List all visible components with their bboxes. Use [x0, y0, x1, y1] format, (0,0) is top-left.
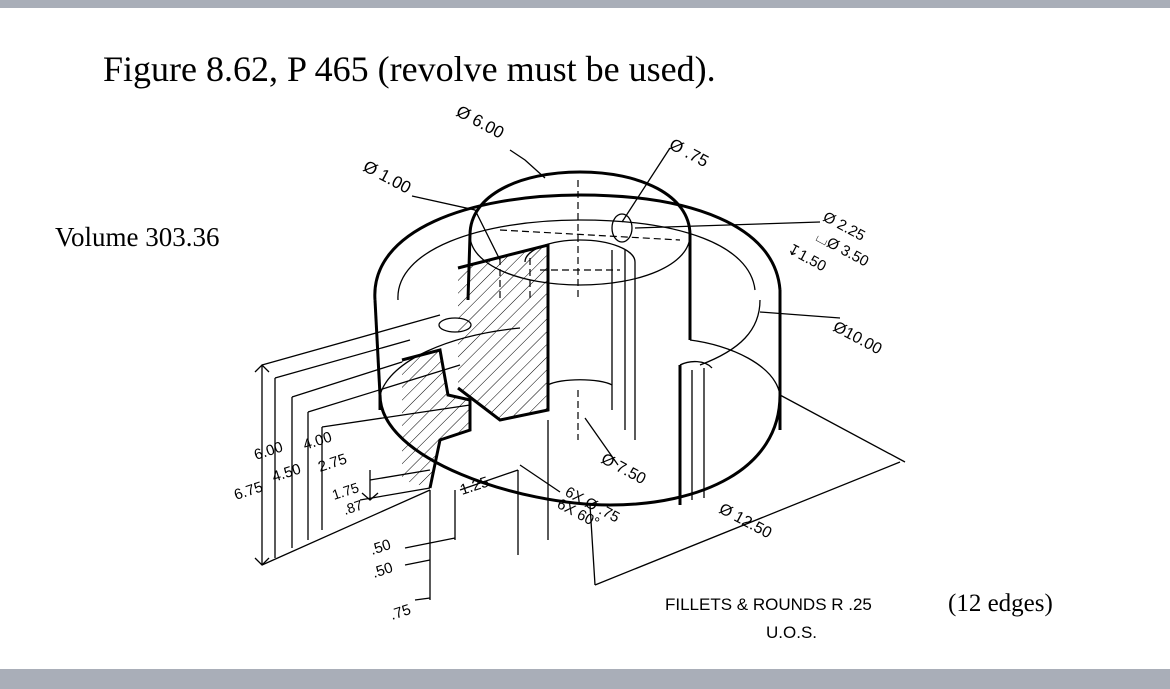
- dim-d100: Ø 1.00: [360, 157, 414, 198]
- dim-d600: Ø 6.00: [453, 102, 507, 143]
- central-boss: [466, 170, 692, 440]
- bottom-dimension-lines: [404, 420, 549, 601]
- hole-features: [438, 180, 681, 440]
- dim-d075: Ø .75: [666, 135, 712, 171]
- edges-note: (12 edges): [948, 590, 1053, 617]
- dim-v050b: .50: [370, 559, 395, 582]
- right-slot: [678, 360, 713, 505]
- dim-h600: 6.00: [252, 439, 285, 464]
- dim-h675: 6.75: [232, 479, 265, 504]
- technical-drawing: Ø 6.00 Ø .75 Ø 1.00 Ø 2.25 ⌴Ø 3.50 ↧1.50…: [232, 102, 906, 642]
- uos-note: U.O.S.: [766, 623, 817, 642]
- dim-h087: .87: [341, 497, 365, 518]
- volume-label: Volume 303.36: [55, 222, 220, 252]
- dim-v050a: .50: [368, 536, 393, 559]
- dim-d750: Ø 7.50: [598, 451, 648, 489]
- dim-v075: .75: [388, 601, 413, 624]
- figure-heading: Figure 8.62, P 465 (revolve must be used…: [103, 49, 716, 89]
- leader-lines: [411, 147, 841, 493]
- dim-d1250: Ø 12.50: [716, 501, 774, 543]
- dim-w125: 1.25: [458, 474, 491, 499]
- dim-d1000: Ø10.00: [830, 319, 884, 359]
- diameter-12-50-dim: [589, 394, 906, 586]
- height-extension-lines: [261, 314, 471, 566]
- section-cut: [401, 243, 550, 489]
- dim-h275: 2.75: [316, 451, 349, 476]
- top-border-bar: [0, 0, 1170, 8]
- bottom-border-bar: [0, 669, 1170, 689]
- outer-rim: [373, 193, 782, 396]
- dim-h400: 4.00: [301, 429, 334, 454]
- height-dimension-lines: [254, 364, 379, 566]
- fillets-note: FILLETS & ROUNDS R .25: [665, 595, 872, 614]
